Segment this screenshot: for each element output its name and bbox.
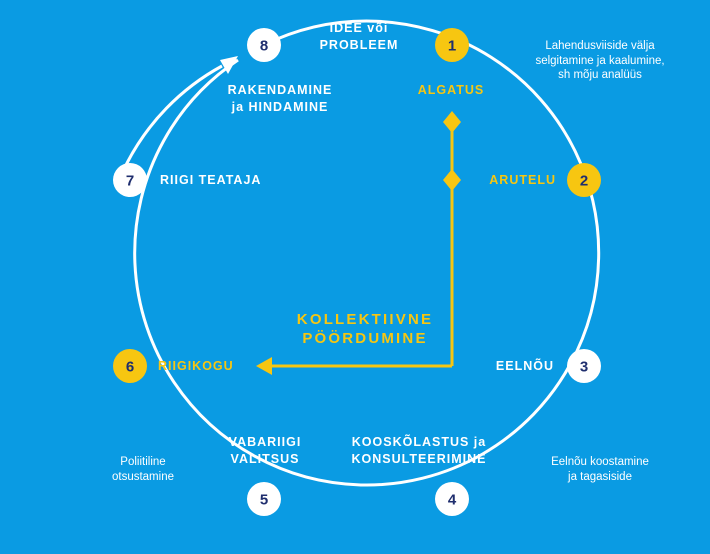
collective-appeal-label: KOLLEKTIIVNE PÖÖRDUMINE xyxy=(282,310,448,348)
node-5-note-line-2: otsustamine xyxy=(111,470,174,483)
node-7: 7 xyxy=(113,163,147,197)
node-8-label: RAKENDAMINE ja HINDAMINE xyxy=(210,82,350,116)
appeal-diamond-top-icon xyxy=(443,111,461,133)
node-3: 3 xyxy=(567,349,601,383)
cycle-ring-closing-arc xyxy=(124,64,223,166)
appeal-arrow-head-icon xyxy=(256,357,272,375)
node-6: 6 xyxy=(113,349,147,383)
node-4-label-line-1: KOOSKÕLASTUS ja xyxy=(351,435,487,449)
node-5-label-line-2: VALITSUS xyxy=(230,452,300,466)
node-8-label-line-2: ja HINDAMINE xyxy=(231,100,329,114)
node-1-label: ALGATUS xyxy=(417,83,485,97)
collective-appeal-line-1: KOLLEKTIIVNE xyxy=(296,311,434,328)
node-2: 2 xyxy=(567,163,601,197)
node-3-note-line-2: ja tagasiside xyxy=(568,470,632,483)
node-5-note-line-1: Poliitiline xyxy=(120,456,166,468)
node-1-note-line-3: sh mõju analüüs xyxy=(558,69,642,81)
node-7-number: 7 xyxy=(126,173,134,190)
node-4-label: KOOSKÕLASTUS ja KONSULTEERIMINE xyxy=(336,434,502,468)
node-3-note-line-1: Eelnõu koostamine xyxy=(551,456,649,468)
node-5-note: Poliitiline otsustamine xyxy=(88,455,198,484)
node-2-label: ARUTELU xyxy=(489,173,556,187)
cycle-arrow-head-icon xyxy=(220,56,238,74)
node-8-number: 8 xyxy=(260,38,268,55)
start-label: IDEE või PROBLEEM xyxy=(300,20,418,54)
collective-appeal-line-2: PÖÖRDUMINE xyxy=(302,330,428,347)
node-7-label: RIIGI TEATAJA xyxy=(160,173,262,187)
cycle-ring xyxy=(133,19,601,487)
node-3-label: EELNÕU xyxy=(495,359,554,373)
node-5-label: VABARIIGI VALITSUS xyxy=(210,434,320,468)
node-8: 8 xyxy=(247,28,281,62)
node-6-number: 6 xyxy=(126,359,134,376)
node-1-note-line-2: selgitamine ja kaalumine, xyxy=(535,54,665,67)
node-4-number: 4 xyxy=(448,492,457,509)
node-5: 5 xyxy=(247,482,281,516)
node-1-note-line-1: Lahendusviiside välja xyxy=(545,40,655,52)
appeal-diamond-middle-icon xyxy=(443,169,461,191)
node-3-number: 3 xyxy=(580,359,588,376)
node-4: 4 xyxy=(435,482,469,516)
node-8-label-line-1: RAKENDAMINE xyxy=(227,83,333,97)
node-3-note: Eelnõu koostamine ja tagasiside xyxy=(530,455,670,484)
start-label-line-1: IDEE või xyxy=(329,21,389,35)
node-5-label-line-1: VABARIIGI xyxy=(228,435,302,449)
node-1-number: 1 xyxy=(448,38,456,55)
node-4-label-line-2: KONSULTEERIMINE xyxy=(351,452,487,466)
node-1: 1 xyxy=(435,28,469,62)
start-label-line-2: PROBLEEM xyxy=(319,38,399,52)
node-6-label: RIIGIKOGU xyxy=(158,359,234,373)
node-1-note: Lahendusviiside välja selgitamine ja kaa… xyxy=(512,39,688,83)
node-2-number: 2 xyxy=(580,173,588,190)
node-5-number: 5 xyxy=(260,492,268,509)
